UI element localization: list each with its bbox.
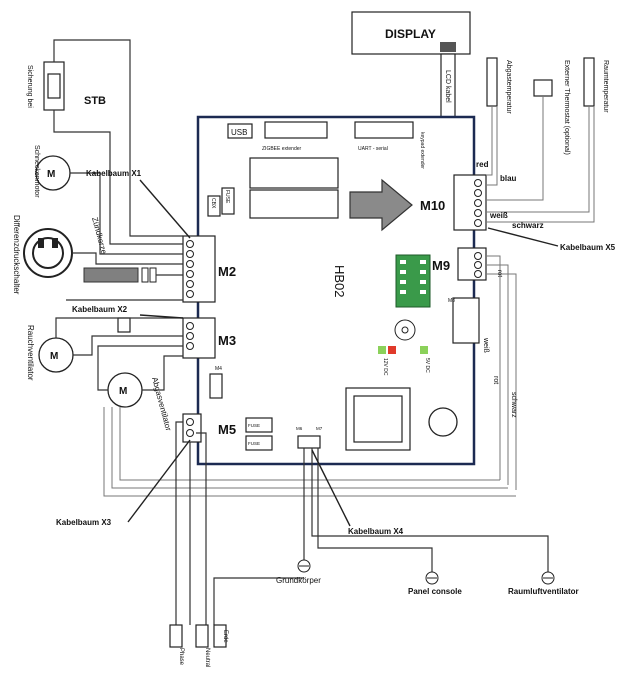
wire-weiss2: weiß xyxy=(482,337,489,353)
led-green-a xyxy=(378,346,386,354)
ext-thermostat xyxy=(533,79,553,97)
small-connector-a-label: FUSE xyxy=(224,190,230,204)
pins-m4 xyxy=(209,373,223,399)
raumtemperatur-label: Raumtemperatur xyxy=(602,60,609,113)
harness-x5-label: Kabelbaum X5 xyxy=(560,243,616,252)
small-connector-a xyxy=(221,187,235,215)
capacitor xyxy=(428,407,458,437)
ground-icon-panel xyxy=(425,571,439,585)
board-name: HB02 xyxy=(332,265,347,298)
m3-pins xyxy=(186,322,194,350)
m5-label: M5 xyxy=(218,422,236,437)
harness-x4-label: Kabelbaum X4 xyxy=(348,527,404,536)
wire-schwarz2: schwarz xyxy=(510,392,517,418)
neutral-label: Neutral xyxy=(204,648,210,667)
terminal-neutral xyxy=(195,624,209,648)
display-label: DISPLAY xyxy=(385,27,436,41)
lcd-cable-label: LCD kabel xyxy=(444,70,451,103)
terminal-phase xyxy=(169,624,183,648)
zundkerze-label: Zündkerze xyxy=(90,216,109,255)
room-temp-sensor xyxy=(583,57,595,107)
stb-label: STB xyxy=(84,95,106,107)
exhaust-temp-sensor xyxy=(486,57,498,107)
pins-m8-label: M8 xyxy=(448,298,455,304)
harness-x2-connector xyxy=(117,317,131,333)
relay-block-bottom xyxy=(249,189,339,219)
exhaust-fan-m: M xyxy=(119,386,127,397)
m9-pins xyxy=(474,252,482,278)
raumluft-label: Raumluftventilator xyxy=(508,587,579,596)
relay-block-top xyxy=(249,157,339,189)
ground-icon-body xyxy=(297,559,311,573)
rauchventilator-label: Rauchventilator xyxy=(26,325,35,381)
led-green-b xyxy=(420,346,428,354)
harness-x1-label: Kabelbaum X1 xyxy=(86,169,142,178)
room-fan-m: M xyxy=(50,351,58,362)
relay-connector-b xyxy=(245,435,273,451)
m9-label: M9 xyxy=(432,258,450,273)
absauggeblaese-label: Abgasventilator xyxy=(150,376,173,432)
abgastemperatur-label: Abgastemperatur xyxy=(505,60,512,114)
wire-red: red xyxy=(476,160,489,169)
led-red-label: 12V DC xyxy=(382,358,388,376)
schneckenmotor-label: Schneckenmotor xyxy=(33,145,40,198)
harness-x3-label: Kabelbaum X3 xyxy=(56,518,112,527)
ground-icon-fan xyxy=(541,571,555,585)
keypad-label: keypad extender xyxy=(419,132,425,169)
usb-label: USB xyxy=(231,128,247,137)
wire-schwarz: schwarz xyxy=(512,221,544,230)
arrow-icon xyxy=(349,178,413,232)
erde-label: Erde xyxy=(222,630,228,643)
pins-m6-label: M6 xyxy=(296,426,303,431)
display-connector xyxy=(440,42,456,52)
relay-connector-a xyxy=(245,417,273,433)
terminal-erde xyxy=(213,624,227,648)
zigbee-label: ZIGBEE extender xyxy=(262,146,302,152)
glow-plug xyxy=(83,267,139,283)
m3-label: M3 xyxy=(218,333,236,348)
pins-m4-label: M4 xyxy=(215,366,222,372)
led-red xyxy=(388,346,396,354)
sicherung-label: Sicherung bei xyxy=(26,65,33,108)
led-green-label: 5V DC xyxy=(424,358,430,373)
zigbee-header xyxy=(264,121,328,139)
pins-m8 xyxy=(452,297,480,344)
ext-thermostat-label: Externer Thermostat (optional) xyxy=(563,60,570,155)
usb-port xyxy=(227,123,253,139)
wire-weiss: weiß xyxy=(489,211,508,220)
wire-stb-top xyxy=(53,39,183,237)
screw-motor-m: M xyxy=(47,169,55,180)
differenzdruck-label: Differenzdruckschalter xyxy=(12,215,21,295)
panel-console-label: Panel console xyxy=(408,587,462,596)
m2-label: M2 xyxy=(218,264,236,279)
small-connector-b-label: CBX xyxy=(210,198,216,209)
green-module-pads xyxy=(400,260,426,294)
relay-connector-b-label: FUSE xyxy=(248,441,260,446)
m10-pins xyxy=(474,179,482,227)
small-connector-b xyxy=(207,195,221,217)
m5-block xyxy=(182,413,202,443)
wire-rot2: rot xyxy=(492,376,499,384)
pins-m7-label: M7 xyxy=(316,426,323,431)
phase-label: Phase xyxy=(178,648,184,666)
m5-pins xyxy=(186,418,194,437)
wire-rot: rot xyxy=(496,270,502,277)
harness-x2-label: Kabelbaum X2 xyxy=(72,305,128,314)
grundkorper-label: Grundkörper xyxy=(276,576,321,585)
m2-pins xyxy=(186,240,194,298)
uart-label: UART - serial xyxy=(358,146,388,152)
uart-header xyxy=(354,121,414,139)
pins-m6 xyxy=(297,435,321,449)
wire-blau: blau xyxy=(500,174,517,183)
m10-label: M10 xyxy=(420,198,445,213)
relay-connector-a-label: FUSE xyxy=(248,423,260,428)
